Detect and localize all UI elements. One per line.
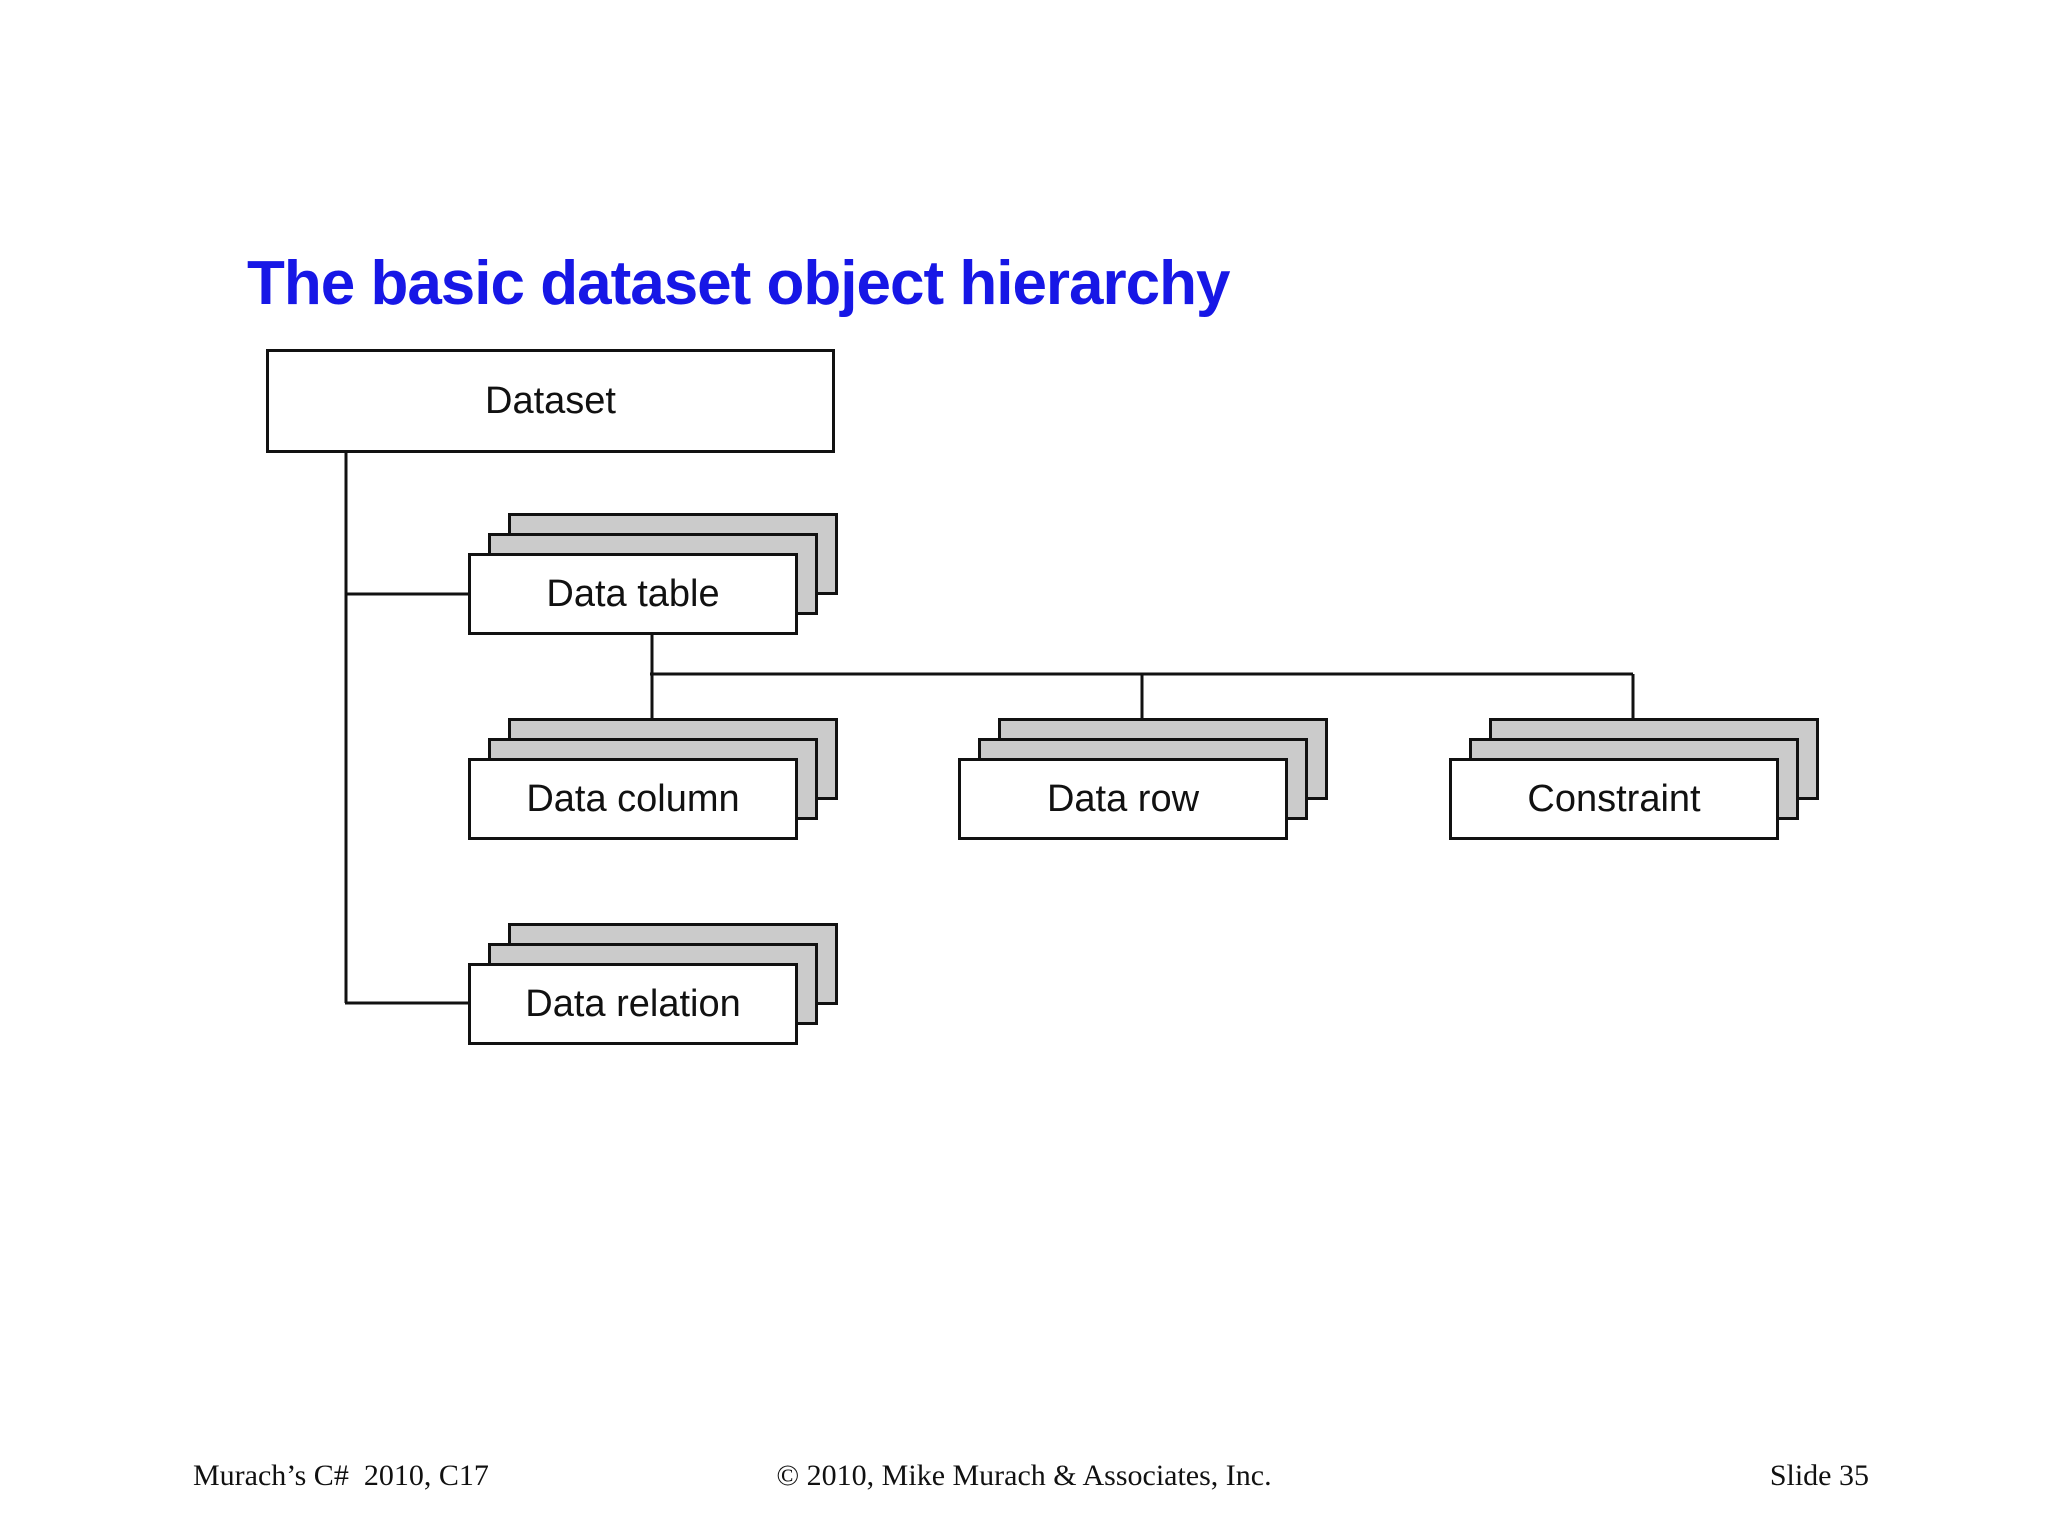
- node-dataset-label: Dataset: [485, 379, 616, 422]
- node-data-relation-label: Data relation: [525, 982, 741, 1025]
- node-data-relation-stack: Data relation: [468, 923, 838, 1045]
- footer-book-title: Murach’s C# 2010, C17: [193, 1459, 489, 1492]
- node-data-column-label: Data column: [526, 777, 740, 820]
- node-data-row: Data row: [958, 758, 1288, 840]
- node-constraint: Constraint: [1449, 758, 1779, 840]
- slide-title: The basic dataset object hierarchy: [247, 249, 1230, 318]
- node-constraint-label: Constraint: [1527, 777, 1701, 820]
- node-data-table-stack: Data table: [468, 513, 838, 635]
- node-data-table: Data table: [468, 553, 798, 635]
- node-dataset: Dataset: [266, 349, 835, 453]
- node-data-column: Data column: [468, 758, 798, 840]
- node-data-column-stack: Data column: [468, 718, 838, 840]
- node-data-relation: Data relation: [468, 963, 798, 1045]
- node-constraint-stack: Constraint: [1449, 718, 1819, 840]
- footer-copyright: © 2010, Mike Murach & Associates, Inc.: [776, 1459, 1272, 1492]
- node-data-table-label: Data table: [546, 572, 720, 615]
- node-data-row-stack: Data row: [958, 718, 1328, 840]
- node-data-row-label: Data row: [1046, 777, 1200, 820]
- footer-slide-number: Slide 35: [1769, 1459, 1869, 1492]
